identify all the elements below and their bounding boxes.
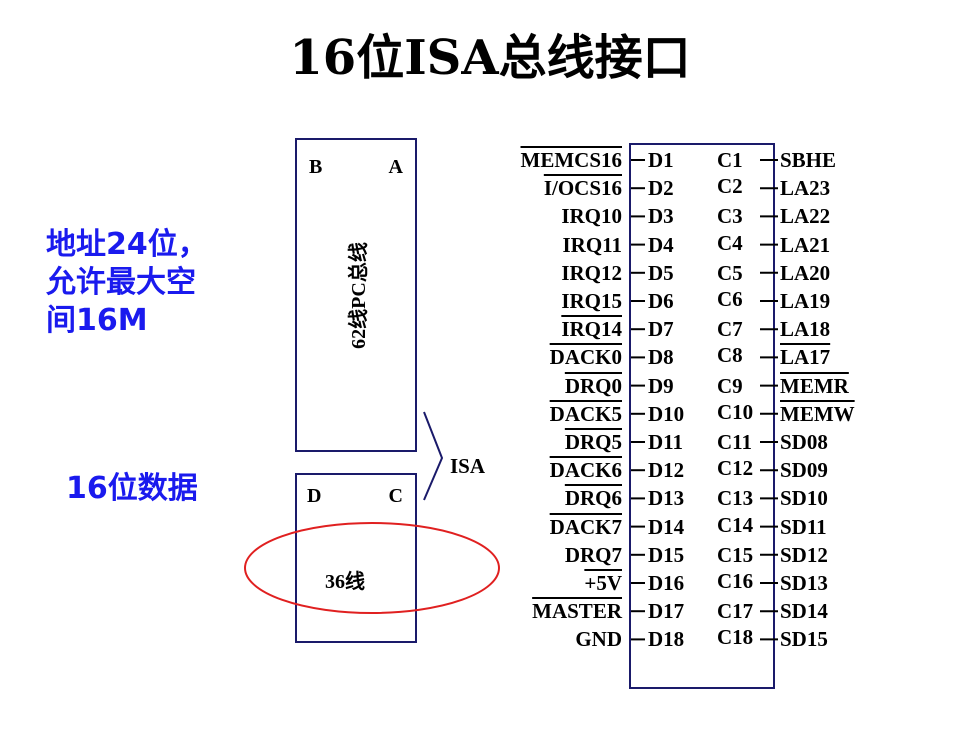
- d-pin: D8: [648, 345, 674, 370]
- left-signal: DRQ0: [564, 373, 622, 398]
- right-signal: SD09: [780, 458, 828, 483]
- d-pin: D2: [648, 176, 674, 201]
- d-pin: D17: [648, 599, 685, 624]
- left-signal: DRQ6: [564, 486, 622, 511]
- d-pin: D16: [648, 571, 685, 595]
- d-pin: D13: [648, 486, 685, 511]
- right-signal: SD11: [780, 514, 827, 539]
- left-signal: GND: [575, 627, 622, 652]
- b-label: B: [309, 156, 323, 178]
- c-pin: C14: [717, 512, 754, 537]
- c-pin: C6: [717, 287, 743, 311]
- left-signal: I/OCS16: [543, 176, 622, 201]
- d-pin: D1: [648, 148, 674, 172]
- right-signal: LA23: [780, 176, 831, 201]
- a-label: A: [388, 156, 403, 178]
- left-signal: IRQ15: [561, 289, 622, 313]
- 36-line-label: 36线: [325, 571, 365, 593]
- left-signal: IRQ10: [561, 204, 622, 229]
- address-note-line3: 间16M: [46, 303, 148, 338]
- d-pin: D10: [648, 401, 685, 426]
- pin-ticks: [631, 159, 778, 641]
- left-signal: IRQ14: [561, 317, 622, 342]
- left-signal: +5V: [584, 571, 622, 595]
- d-pin: D11: [648, 430, 684, 454]
- left-signal: DACK5: [549, 401, 622, 426]
- c-pin: C16: [717, 569, 754, 593]
- left-signal: MASTER: [532, 599, 622, 624]
- d-pin: D9: [648, 373, 674, 398]
- right-signal: LA19: [780, 289, 831, 313]
- data-note: 16位数据: [66, 471, 198, 506]
- c-pin: C2: [717, 174, 743, 199]
- right-signal: MEMW: [780, 401, 855, 426]
- d-pin: D15: [648, 542, 685, 567]
- right-signal: SD14: [780, 599, 828, 624]
- d-pin: D6: [648, 289, 674, 313]
- c-pin: C10: [717, 399, 754, 424]
- d-pin: D14: [648, 514, 685, 539]
- left-signal: DACK7: [549, 514, 622, 539]
- d-pin: D5: [648, 260, 674, 285]
- address-note-line2: 允许最大空: [46, 265, 196, 300]
- right-signal: SD10: [780, 486, 828, 511]
- right-signal: SD13: [780, 571, 828, 595]
- left-signal: DRQ5: [564, 430, 622, 454]
- c-pin: C3: [717, 204, 743, 229]
- right-signal: SBHE: [780, 148, 837, 172]
- c-pin: C4: [717, 230, 743, 255]
- d-pin: D3: [648, 204, 674, 229]
- c-pin: C15: [717, 542, 754, 567]
- highlight-ellipse: [244, 522, 500, 614]
- connector-body: [629, 143, 775, 689]
- c-pin: C1: [717, 148, 743, 172]
- d-pin: D4: [648, 232, 674, 257]
- ab-slot-box: B A 62线PC总线: [295, 138, 417, 452]
- c-pin: C18: [717, 625, 754, 650]
- c-pin: C17: [717, 599, 754, 624]
- c-pin: C8: [717, 343, 743, 368]
- c-pin: C13: [717, 486, 754, 511]
- d-label: D: [307, 485, 322, 507]
- c-pin: C11: [717, 430, 753, 454]
- d-pin: D18: [648, 627, 685, 652]
- c-pin: C12: [717, 456, 754, 481]
- right-signal: LA20: [780, 260, 831, 285]
- d-pin: D7: [648, 317, 674, 342]
- right-signal: LA22: [780, 204, 831, 229]
- isa-bracket: [423, 411, 444, 501]
- d-pin: D12: [648, 458, 685, 483]
- c-pin: C5: [717, 260, 743, 285]
- address-note-line1: 地址24位，: [46, 227, 208, 262]
- address-note: 地址24位， 允许最大空 间16M: [46, 226, 208, 340]
- left-signal: IRQ12: [561, 260, 622, 285]
- right-signal: LA17: [780, 345, 831, 370]
- c-pin: C9: [717, 373, 743, 398]
- left-signal: IRQ11: [562, 232, 622, 257]
- slide-title: 16位ISA总线接口: [289, 30, 691, 86]
- right-signal: SD15: [780, 627, 828, 652]
- right-signal: MEMR: [780, 373, 849, 398]
- c-label: C: [388, 485, 403, 507]
- left-signal: DRQ7: [564, 542, 622, 567]
- right-signal: LA18: [780, 317, 831, 342]
- isa-label: ISA: [450, 454, 486, 478]
- left-signal: MEMCS16: [520, 148, 623, 172]
- right-signal: SD08: [780, 430, 828, 454]
- dc-slot-box: D C 36线: [295, 473, 417, 643]
- left-signal: DACK6: [549, 458, 622, 483]
- right-signal: LA21: [780, 232, 831, 257]
- right-signal: SD12: [780, 542, 828, 567]
- c-pin: C7: [717, 317, 743, 342]
- left-signal: DACK0: [549, 345, 622, 370]
